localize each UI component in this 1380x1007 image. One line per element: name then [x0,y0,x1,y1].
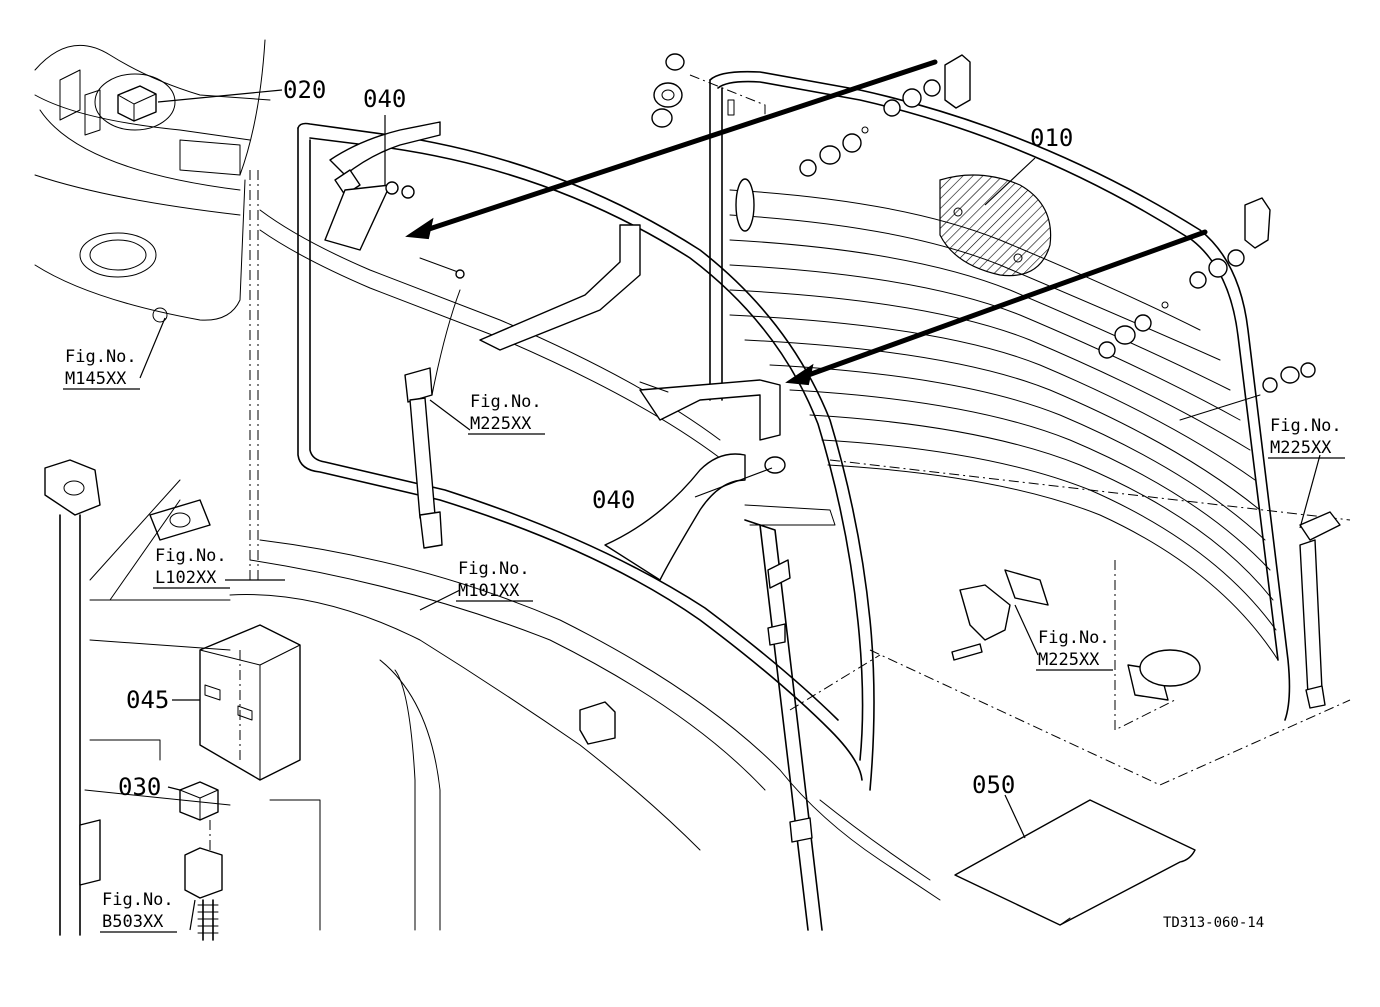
fig-ref-m225-bottom-line2: M225XX [1038,650,1100,670]
fig-ref-m225-left-line2: M225XX [470,414,532,434]
dashboard-console [34,39,271,323]
fig-ref-m145: Fig.No. M145XX [63,347,140,390]
callout-050: 050 [972,771,1015,799]
hardware-stack-upper [651,53,971,232]
callout-040-mid: 040 [592,486,635,514]
fig-ref-m225-right-line1: Fig.No. [1270,416,1342,436]
fig-ref-m225-bottom: Fig.No. M225XX [1036,628,1113,671]
fig-ref-m101-line2: M101XX [458,581,520,601]
left-posts [44,170,259,936]
callout-030: 030 [118,773,161,801]
drawing-code: TD313-060-14 [1163,915,1264,931]
fig-ref-l102-line2: L102XX [155,568,217,588]
callout-010: 010 [1030,124,1073,152]
fig-ref-m145-line1: Fig.No. [65,347,137,367]
fig-ref-m225-left: Fig.No. M225XX [468,392,545,435]
fig-ref-b503-line2: B503XX [102,912,164,932]
leader-lines [139,89,1321,931]
relay-box-045 [199,624,301,781]
relay-030 [179,781,219,821]
callout-040-top: 040 [363,85,406,113]
fig-ref-m101-line1: Fig.No. [458,559,530,579]
fig-ref-m225-right-line2: M225XX [1270,438,1332,458]
fig-ref-m225-left-line1: Fig.No. [470,392,542,412]
gas-strut-left [404,289,461,549]
gas-strut-right [1299,511,1341,709]
cab-frame-lower [84,504,941,931]
fig-ref-m225-bottom-line1: Fig.No. [1038,628,1110,648]
hardware-stack-right [1098,197,1316,421]
fig-ref-b503: Fig.No. B503XX [100,890,177,933]
fig-ref-m101: Fig.No. M101XX [456,559,533,602]
rear-glass-010 [709,70,1351,786]
callout-labels: 020 040 010 040 045 030 050 [118,76,1073,801]
manual-050 [954,799,1196,926]
fig-ref-m145-line2: M145XX [65,369,127,389]
assembly-arrows [405,59,1208,386]
callout-045: 045 [126,686,169,714]
wire-harness [184,820,223,941]
callout-020: 020 [283,76,326,104]
latch-assembly [951,560,1201,731]
bracket-040-mid [479,224,786,581]
fig-ref-l102-line1: Fig.No. [155,546,227,566]
bracket-040-top [324,121,465,279]
switch-020 [94,73,176,131]
fig-ref-l102: Fig.No. L102XX [153,546,230,589]
fig-ref-b503-line1: Fig.No. [102,890,174,910]
fig-ref-m225-right: Fig.No. M225XX [1268,416,1345,459]
